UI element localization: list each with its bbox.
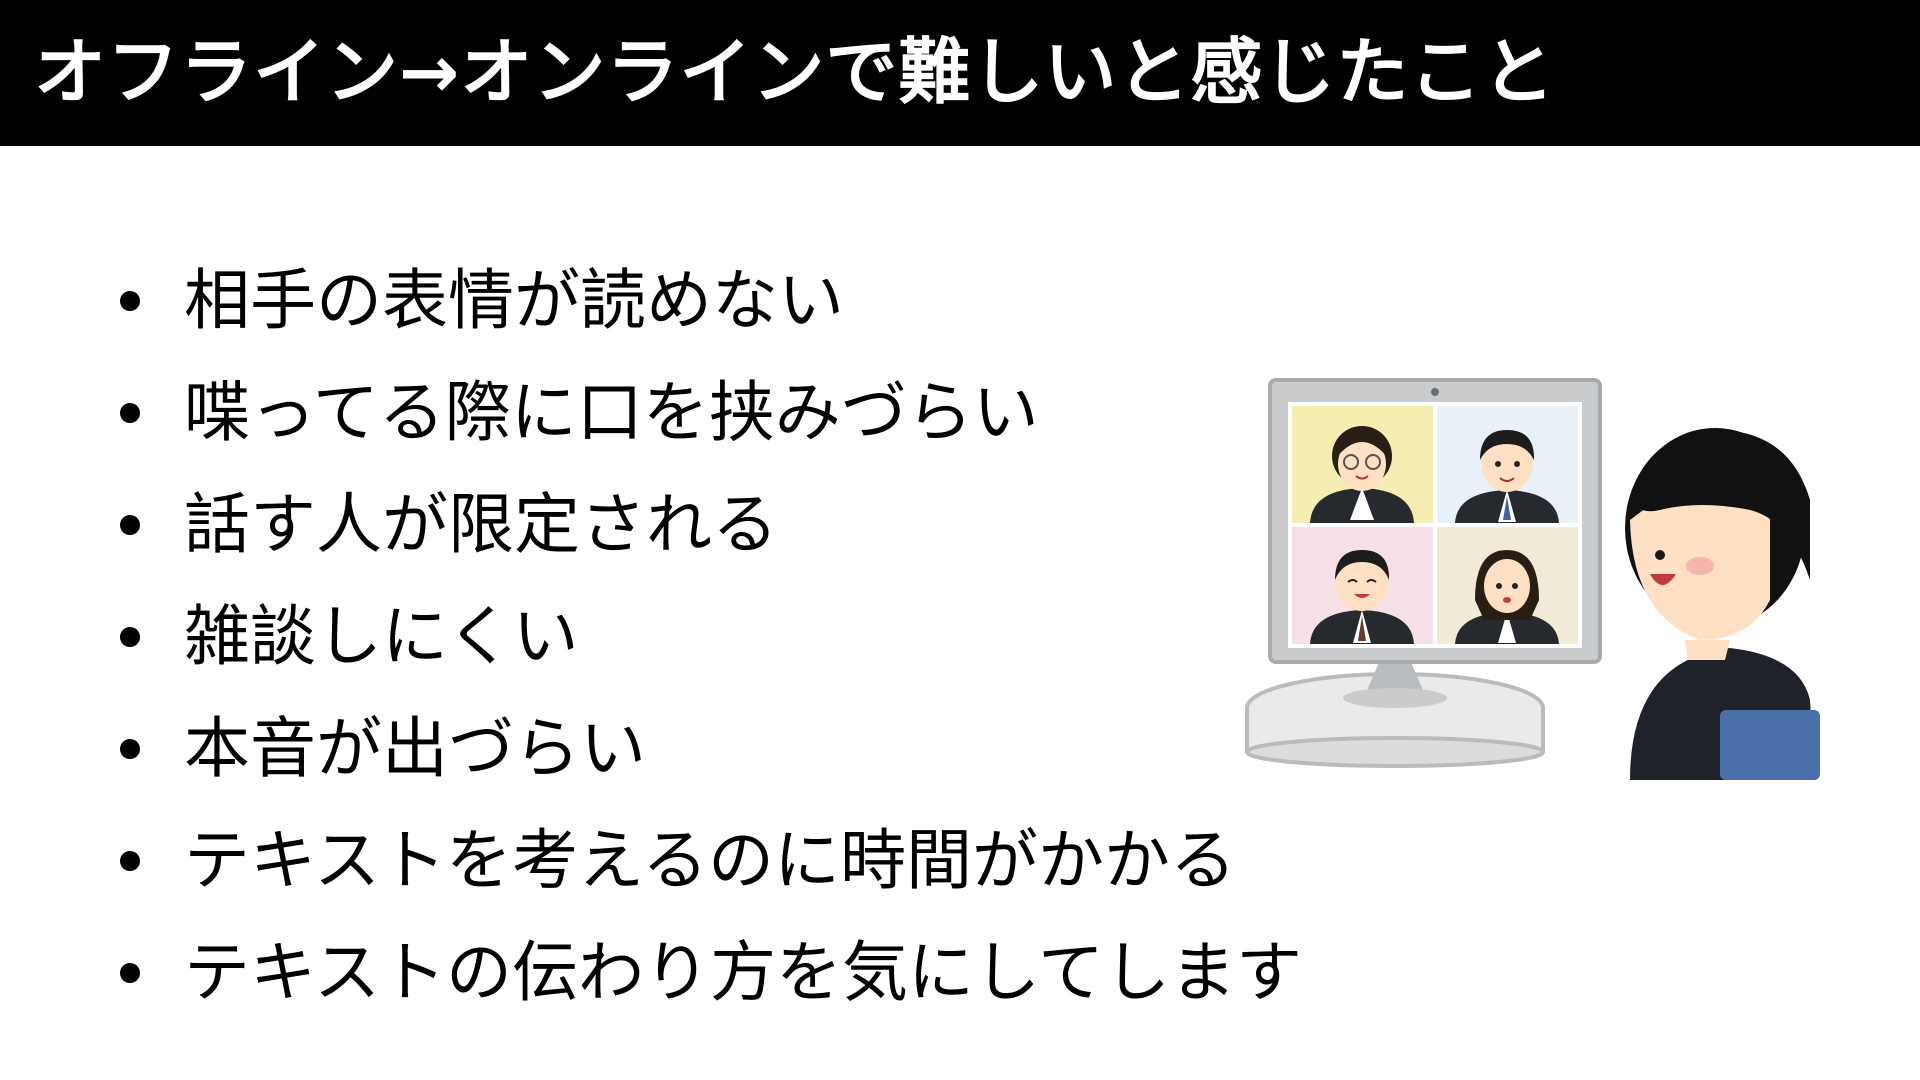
bullet-item: 相手の表情が読めない	[120, 245, 1302, 357]
slide-title: オフライン→オンラインで難しいと感じたこと	[34, 30, 1556, 114]
bullet-item: 話す人が限定される	[120, 469, 1302, 581]
bullet-point-icon	[120, 291, 140, 311]
bullet-text: 喋ってる際に口を挟みづらい	[184, 374, 1039, 451]
bullet-item: テキストを考えるのに時間がかかる	[120, 805, 1302, 917]
bullet-point-icon	[120, 739, 140, 759]
bullet-text: 本音が出づらい	[184, 710, 646, 787]
bullet-point-icon	[120, 851, 140, 871]
bullet-list: 相手の表情が読めない 喋ってる際に口を挟みづらい 話す人が限定される 雑談しにく…	[120, 245, 1302, 1029]
bullet-text: テキストを考えるのに時間がかかる	[184, 822, 1237, 899]
video-conference-illustration	[1245, 378, 1820, 780]
bullet-item: 雑談しにくい	[120, 581, 1302, 693]
bullet-text: 話す人が限定される	[184, 486, 778, 563]
bullet-item: 喋ってる際に口を挟みづらい	[120, 357, 1302, 469]
bullet-text: 雑談しにくい	[184, 598, 579, 675]
bullet-point-icon	[120, 403, 140, 423]
bullet-text: 相手の表情が読めない	[184, 262, 844, 339]
bullet-item: テキストの伝わり方を気にしてします	[120, 917, 1302, 1029]
bullet-point-icon	[120, 963, 140, 983]
bullet-point-icon	[120, 515, 140, 535]
bullet-text: テキストの伝わり方を気にしてします	[184, 934, 1303, 1011]
bullet-point-icon	[120, 627, 140, 647]
bullet-item: 本音が出づらい	[120, 693, 1302, 805]
title-bar: オフライン→オンラインで難しいと感じたこと	[0, 0, 1920, 146]
